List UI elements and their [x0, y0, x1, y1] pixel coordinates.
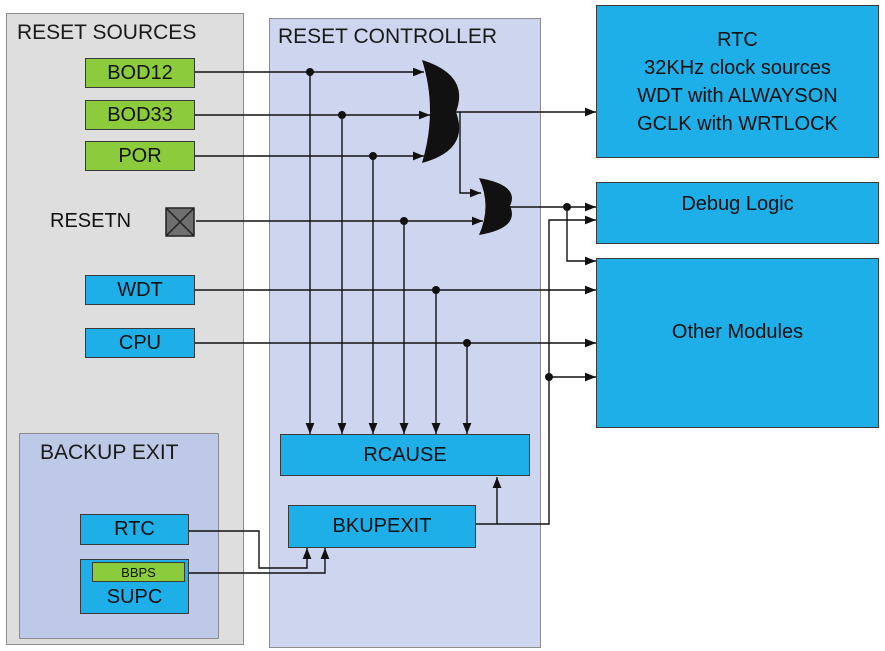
debug-logic-box: Debug Logic [596, 182, 879, 244]
bod33-box: BOD33 [85, 100, 195, 130]
rtc-target-box: RTC 32KHz clock sources WDT with ALWAYSO… [596, 5, 879, 158]
or-gate-icon [422, 60, 460, 163]
rtc-to-bkupexit-wire [189, 530, 312, 569]
reset-controller-title: RESET CONTROLLER [278, 25, 497, 48]
rtc-source-box: RTC [80, 514, 189, 545]
rtc-target-title: RTC [717, 28, 758, 51]
bbps-box: BBPS [92, 562, 185, 582]
other-modules-box: Other Modules [596, 258, 879, 428]
debug-logic-label: Debug Logic [681, 193, 794, 215]
bkupexit-to-debug-wire [476, 215, 596, 525]
or-gate-icon [479, 178, 512, 235]
rtc-target-line-3: GCLK with WRTLOCK [637, 112, 838, 135]
rtc-target-line-2: WDT with ALWAYSON [637, 84, 838, 107]
crossed-box-icon [165, 207, 195, 237]
backup-exit-title: BACKUP EXIT [40, 441, 179, 464]
wdt-box: WDT [85, 275, 195, 305]
supc-label: SUPC [106, 586, 163, 608]
rtc-target-line-1: 32KHz clock sources [644, 56, 831, 79]
or1-to-or2-wire [459, 112, 481, 198]
cpu-box: CPU [85, 328, 195, 358]
reset-sources-title: RESET SOURCES [17, 21, 197, 44]
por-box: POR [85, 141, 195, 171]
rcause-box: RCAUSE [280, 434, 530, 476]
or2-to-other-wire [566, 207, 596, 266]
bkupexit-box: BKUPEXIT [288, 505, 476, 548]
resetn-label: RESETN [50, 210, 132, 232]
supc-to-bkupexit-wire [185, 548, 330, 574]
bod12-box: BOD12 [85, 58, 195, 88]
